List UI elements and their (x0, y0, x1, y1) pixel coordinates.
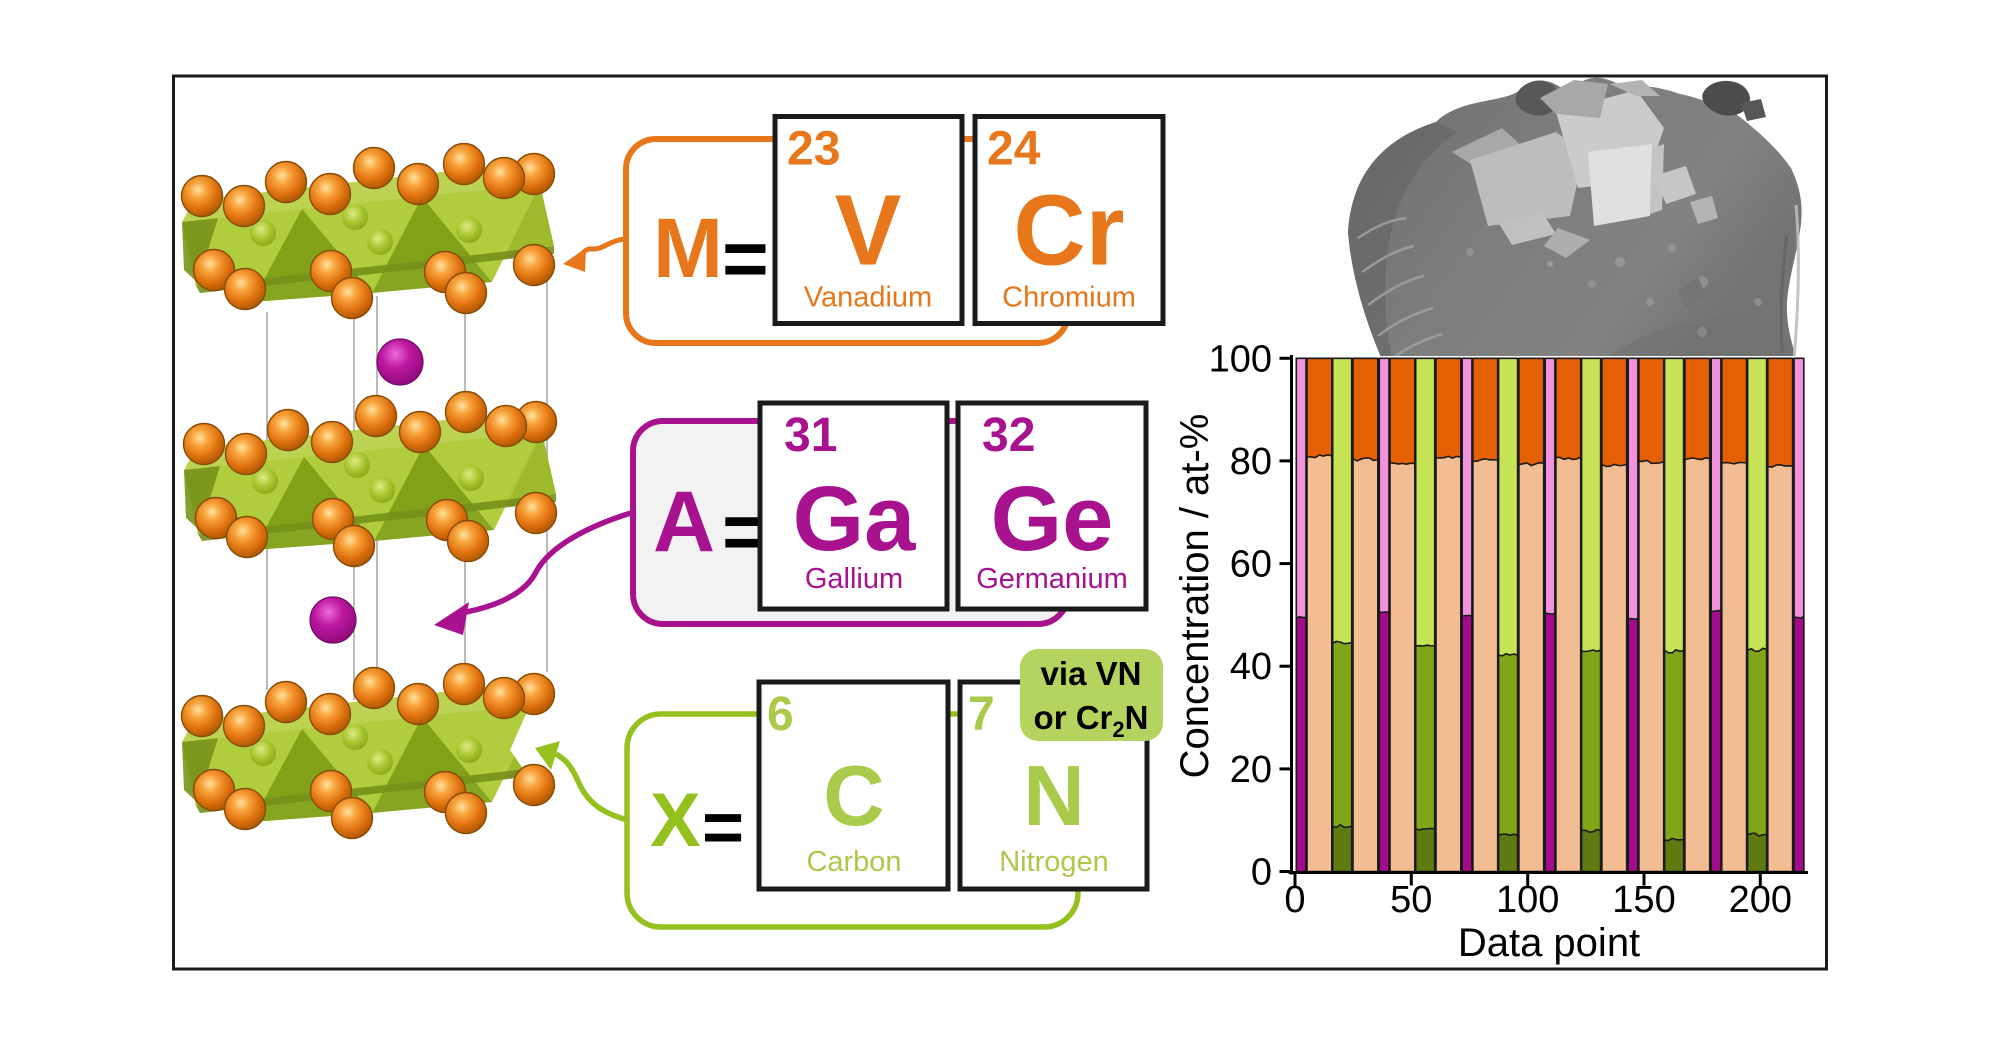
svg-text:0: 0 (1251, 852, 1272, 894)
svg-text:Carbon: Carbon (806, 846, 901, 878)
svg-text:N: N (1023, 749, 1084, 844)
svg-text:Cr: Cr (1013, 175, 1124, 287)
svg-text:Data point: Data point (1458, 921, 1640, 965)
svg-text:60: 60 (1230, 544, 1272, 586)
svg-text:100: 100 (1209, 338, 1272, 380)
svg-text:X: X (650, 778, 701, 863)
svg-text:23: 23 (787, 123, 840, 176)
svg-text:=: = (722, 214, 769, 303)
svg-text:100: 100 (1496, 879, 1559, 921)
svg-text:32: 32 (982, 409, 1035, 462)
svg-text:7: 7 (968, 688, 995, 741)
svg-text:24: 24 (987, 123, 1041, 176)
svg-text:Concentration / at-%: Concentration / at-% (1173, 414, 1217, 779)
svg-text:A: A (653, 474, 715, 570)
svg-text:40: 40 (1230, 646, 1272, 688)
svg-text:Vanadium: Vanadium (804, 282, 932, 314)
svg-text:0: 0 (1284, 879, 1305, 921)
svg-text:Gallium: Gallium (805, 563, 903, 595)
svg-text:=: = (702, 788, 744, 868)
svg-text:31: 31 (784, 409, 837, 462)
svg-text:Nitrogen: Nitrogen (999, 846, 1109, 878)
svg-text:Germanium: Germanium (976, 563, 1128, 595)
svg-text:via VN: via VN (1041, 655, 1142, 692)
svg-text:Ge: Ge (991, 468, 1114, 570)
svg-text:or Cr2N: or Cr2N (1034, 699, 1149, 742)
svg-text:200: 200 (1729, 879, 1792, 921)
svg-text:50: 50 (1390, 879, 1432, 921)
svg-text:M: M (653, 201, 723, 295)
svg-text:20: 20 (1230, 749, 1272, 791)
svg-text:6: 6 (767, 688, 794, 741)
svg-text:C: C (823, 749, 884, 844)
svg-text:150: 150 (1612, 879, 1675, 921)
svg-text:80: 80 (1230, 441, 1272, 483)
svg-text:Ga: Ga (793, 468, 917, 570)
svg-text:V: V (835, 175, 902, 287)
svg-text:Chromium: Chromium (1002, 282, 1136, 314)
